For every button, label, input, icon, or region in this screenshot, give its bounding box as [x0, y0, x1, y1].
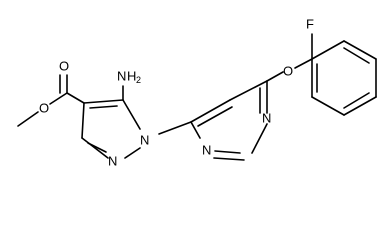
pyrazole-n2-label: N [108, 154, 117, 169]
amino-subscript-label: 2 [136, 75, 141, 85]
methyl-ester [17, 74, 85, 127]
amino-n-label: N [117, 69, 126, 84]
amino-h-label: H [127, 69, 136, 84]
fluorophenyl-ring [311, 40, 377, 116]
ether-oxygen-label: O [283, 64, 293, 79]
carbonyl-oxygen-label: O [59, 59, 69, 74]
pyrimidine-n-bottom-label: N [202, 143, 211, 158]
amino-group-label: N H 2 [117, 69, 141, 86]
molecule-structure: F O N N N N N H 2 O O [17, 17, 377, 169]
pyrimidine-ring [190, 80, 268, 161]
ester-oxygen-label: O [39, 101, 49, 116]
fluorine-atom-label: F [306, 17, 314, 32]
pyrimidine-pyrazole-bond [158, 121, 192, 135]
aryl-ether-bond [294, 58, 313, 69]
pyrazole-n1-label: N [140, 133, 149, 148]
ether-pyrimidine-bond [266, 71, 284, 82]
pyrimidine-n-top-label: N [262, 111, 271, 126]
pyrazole-ring [81, 99, 141, 159]
